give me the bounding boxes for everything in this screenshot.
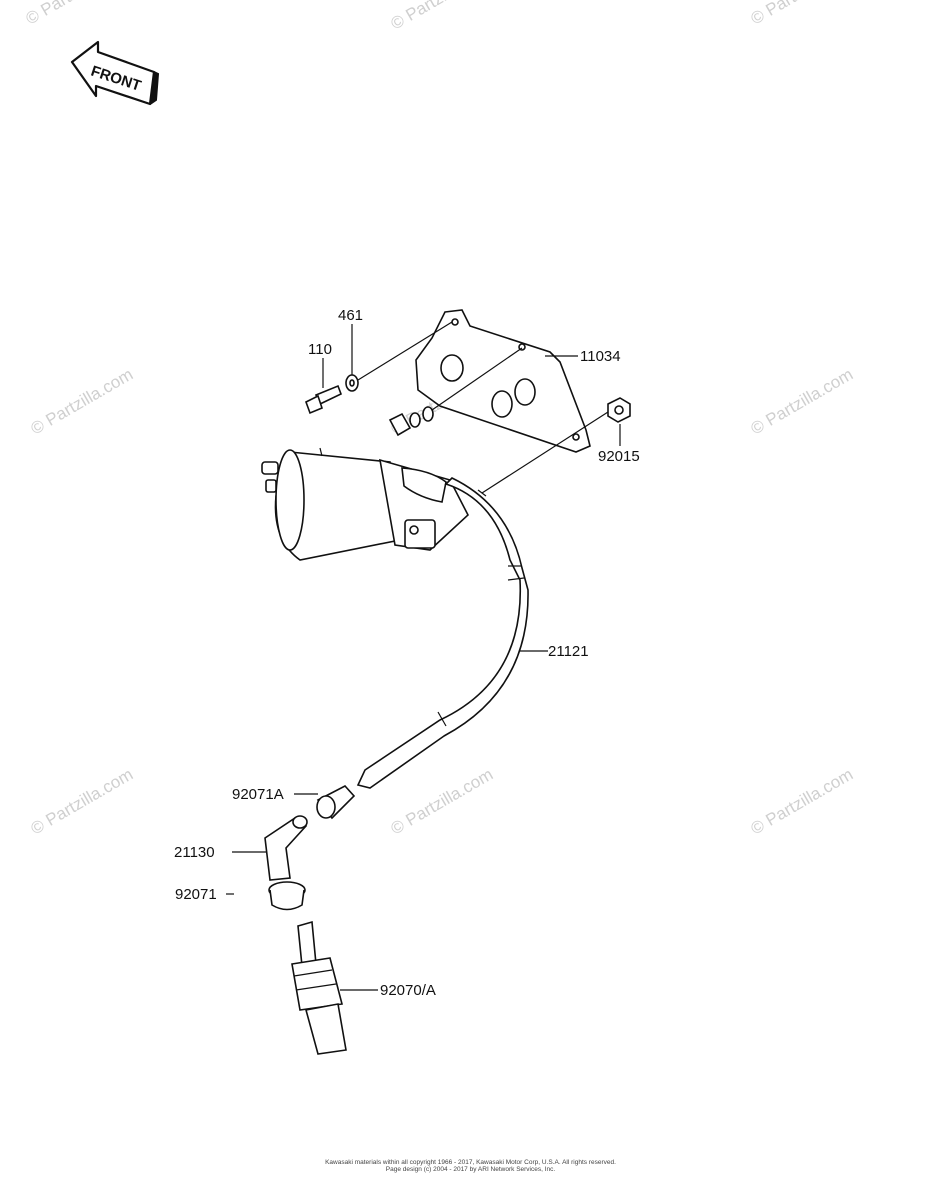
callout-92071: 92071 [175, 886, 217, 903]
bolt-assembly [388, 406, 434, 437]
callout-labels: 461 110 11034 92015 21121 92071A 21130 9… [174, 307, 640, 999]
callout-21121: 21121 [548, 643, 589, 660]
nut-92015 [607, 397, 631, 423]
watermark: © Partzilla.com [28, 365, 137, 439]
spark-plug [291, 920, 347, 1055]
watermark-layer: © Partzilla.com © Partzilla.com © Partzi… [23, 0, 857, 838]
plug-cap-21130 [264, 815, 308, 881]
watermark: © Partzilla.com [388, 765, 497, 839]
footer-line-1: Kawasaki materials within all copyright … [325, 1159, 616, 1166]
footer-line-2: Page design (c) 2004 - 2017 by ARI Netwo… [385, 1166, 556, 1173]
mounting-bracket [415, 309, 591, 453]
leader-lines [226, 324, 621, 991]
watermark: © Partzilla.com [388, 0, 497, 33]
ignition-coil [261, 447, 487, 561]
seal-92071 [268, 881, 306, 911]
cap-92071a [316, 785, 356, 820]
callout-92070a: 92070/A [380, 982, 436, 999]
callout-21130: 21130 [174, 844, 215, 861]
footer-copyright: Kawasaki materials within all copyright … [0, 1159, 941, 1173]
watermark: © Partzilla.com [28, 765, 137, 839]
watermark: © Partzilla.com [748, 0, 857, 28]
front-arrow-icon: FRONT [70, 40, 160, 106]
callout-92071a: 92071A [232, 786, 284, 803]
bolt-110 [305, 384, 343, 415]
callout-11034: 11034 [580, 348, 621, 365]
ignition-cable [356, 477, 529, 789]
washer-461 [345, 374, 359, 392]
watermark: © Partzilla.com [748, 765, 857, 839]
watermark: © Partzilla.com [23, 0, 132, 28]
callout-110: 110 [308, 341, 332, 358]
watermark: © Partzilla.com [748, 365, 857, 439]
callout-92015: 92015 [598, 448, 640, 465]
callout-461: 461 [338, 307, 363, 324]
